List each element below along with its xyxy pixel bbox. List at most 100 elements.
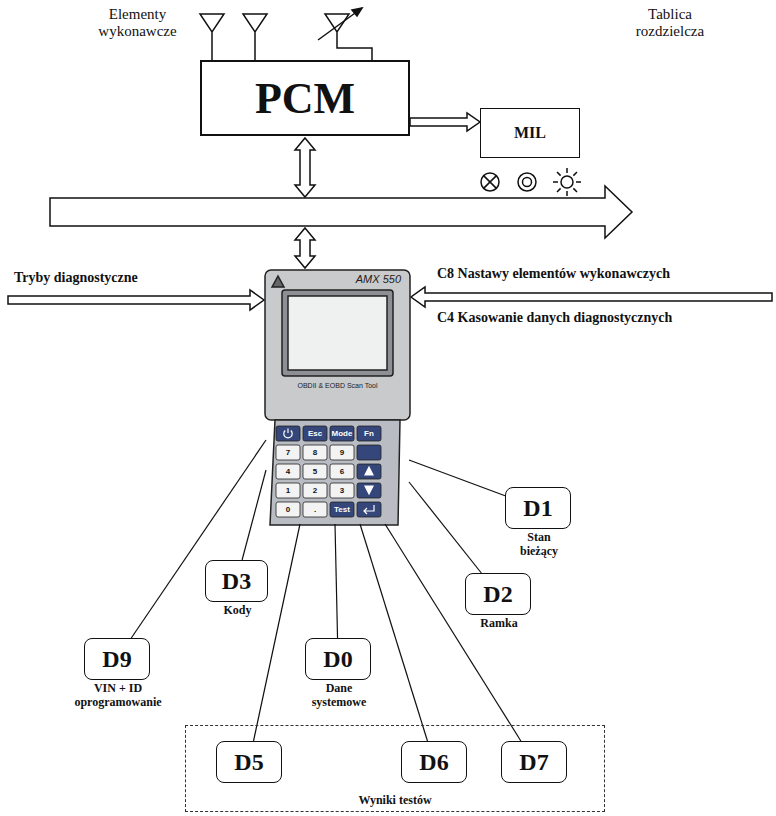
leader-line — [409, 460, 505, 496]
mode-caption: Ramka — [464, 617, 534, 631]
test-results-group: Wyniki testówD5D6D7 — [185, 725, 605, 812]
tool-model: AMX 550 — [356, 273, 401, 285]
mode-code: D9 — [102, 646, 131, 673]
tool-logo — [272, 276, 284, 287]
mil-lamp-box: MIL — [480, 108, 580, 158]
mode-box: D0Dane systemowe — [305, 638, 371, 680]
dashboard-lamps — [481, 168, 581, 196]
key-label: 5 — [303, 464, 327, 479]
key-label: 9 — [330, 445, 354, 460]
input-arrow — [8, 290, 264, 310]
leader-line — [254, 524, 301, 741]
key-button — [276, 483, 300, 498]
connector — [335, 524, 338, 638]
key-button — [330, 502, 354, 517]
mode-code: D3 — [222, 568, 251, 595]
mode-caption: VIN + ID oprogramowanie — [60, 682, 176, 710]
keypad-buttons — [276, 426, 381, 517]
key-button — [357, 445, 381, 460]
key-button — [276, 502, 300, 517]
key-button — [357, 502, 381, 517]
actuator-symbol — [325, 14, 372, 60]
key-label: 1 — [276, 483, 300, 498]
mode-box: D1Stan bieżący — [505, 487, 571, 529]
double-arrow — [295, 138, 315, 197]
key-label: Mode — [330, 426, 354, 441]
input-arrow — [411, 287, 772, 307]
bus-arrow — [50, 186, 632, 238]
mode-box: D6 — [401, 741, 467, 783]
key-button — [330, 483, 354, 498]
leader-line — [242, 470, 266, 560]
hollow-arrow — [410, 113, 480, 131]
mode-caption: Dane systemowe — [302, 682, 376, 710]
key-button — [357, 464, 381, 479]
key-button — [303, 426, 327, 441]
connector — [254, 524, 301, 741]
up-key-icon — [365, 467, 373, 475]
control-module-box: PCM — [200, 60, 410, 136]
mode-box: D9VIN + ID oprogramowanie — [84, 638, 150, 680]
key-button — [330, 445, 354, 460]
mode-box: D2Ramka — [465, 573, 531, 615]
power-icon — [284, 429, 292, 438]
key-label: 3 — [330, 483, 354, 498]
key-button — [276, 464, 300, 479]
mode-code: D1 — [523, 495, 552, 522]
tool-keypad — [270, 420, 400, 525]
leader-line — [335, 524, 338, 638]
tool-subtitle: OBDII & EOBD Scan Tool — [265, 382, 410, 389]
actuator-symbol — [243, 14, 267, 60]
mode-code: D2 — [483, 581, 512, 608]
leader-line — [385, 524, 521, 741]
screen-frame — [282, 290, 393, 376]
key-button — [330, 464, 354, 479]
mode-code: D7 — [519, 749, 548, 776]
key-label: Test — [330, 502, 354, 517]
variable-arrow — [318, 8, 362, 40]
key-button — [276, 426, 300, 441]
key-button — [303, 464, 327, 479]
connector — [360, 524, 427, 741]
mode-caption: Kody — [206, 604, 269, 618]
key-label: 8 — [303, 445, 327, 460]
mode-code: D0 — [323, 646, 352, 673]
key-label: . — [303, 502, 327, 517]
leader-line — [360, 524, 427, 741]
mode-box: D5 — [216, 741, 282, 783]
key-button — [330, 426, 354, 441]
tool-bezel — [265, 270, 410, 420]
key-button — [303, 445, 327, 460]
mode-caption: Stan bieżący — [507, 531, 571, 559]
double-arrow — [295, 228, 315, 268]
key-label: Esc — [303, 426, 327, 441]
connector — [385, 524, 521, 741]
key-button — [357, 483, 381, 498]
key-label: 2 — [303, 483, 327, 498]
mode-code: D5 — [234, 749, 263, 776]
tool-screen — [288, 296, 387, 370]
key-button — [303, 502, 327, 517]
enter-key-icon — [364, 505, 374, 514]
connector — [410, 113, 480, 131]
key-label: 7 — [276, 445, 300, 460]
lamp-name: MIL — [514, 124, 546, 142]
key-button — [276, 445, 300, 460]
leader-line — [409, 482, 481, 573]
scan-tool — [265, 270, 410, 525]
input-label: Tryby diagnostyczne — [14, 270, 244, 286]
connector — [242, 470, 266, 560]
key-label: 6 — [330, 464, 354, 479]
connector — [409, 460, 505, 496]
group-label: Tablica rozdzielcza — [615, 6, 725, 41]
variable-arrow-head — [352, 8, 362, 16]
mode-box: D7 — [501, 741, 567, 783]
key-label: 4 — [276, 464, 300, 479]
module-name: PCM — [255, 73, 355, 124]
key-button — [357, 426, 381, 441]
actuator-symbol — [200, 14, 224, 60]
actuator-symbols — [200, 8, 372, 60]
bus-arrows — [8, 138, 772, 310]
mode-code: D6 — [419, 749, 448, 776]
